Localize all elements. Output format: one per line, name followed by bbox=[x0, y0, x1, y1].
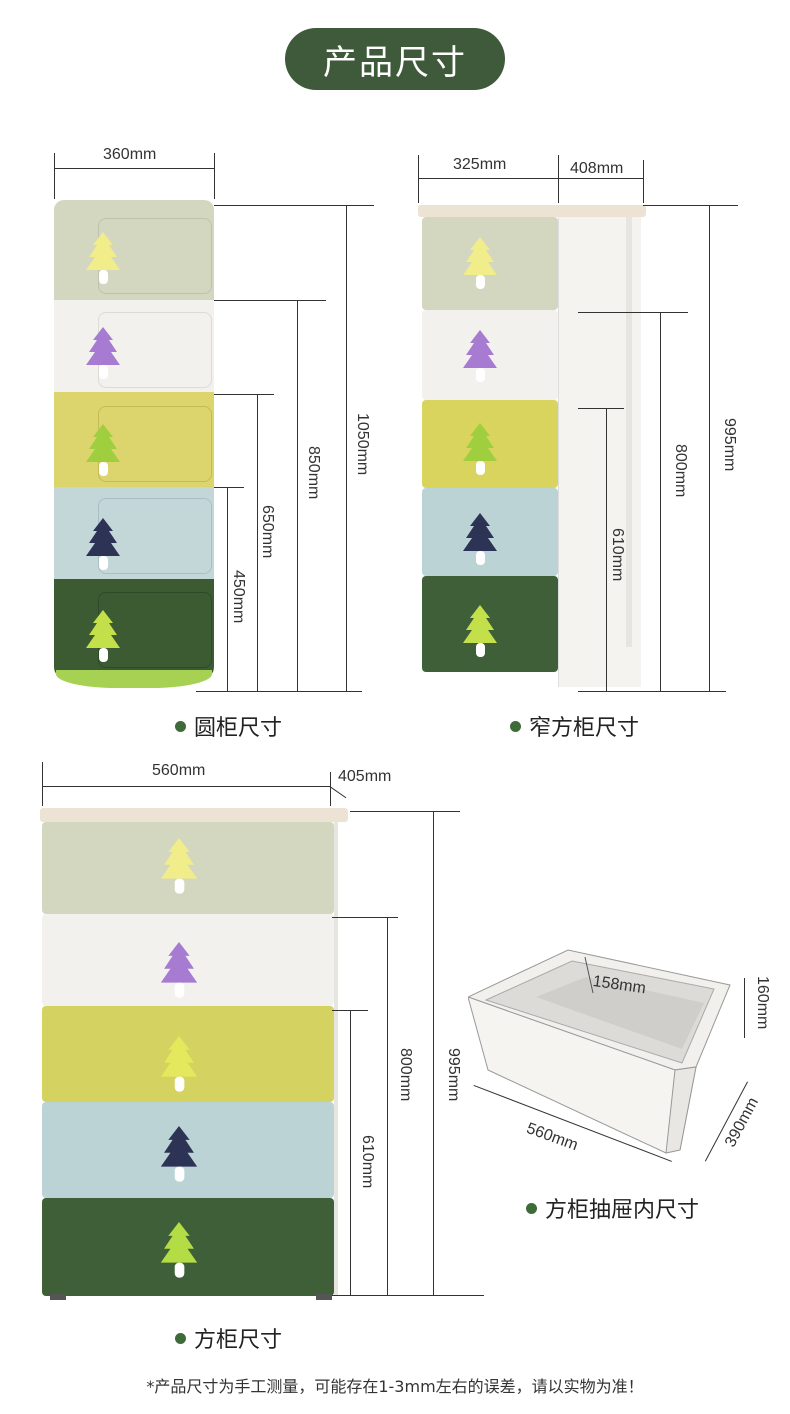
bullet-icon bbox=[175, 720, 186, 732]
dimension-line bbox=[709, 205, 710, 691]
dimension-line bbox=[350, 1010, 351, 1295]
dimension-line bbox=[214, 153, 215, 199]
narrow-height-800: 800mm bbox=[672, 444, 689, 498]
dimension-line bbox=[578, 312, 688, 313]
tree-knob-icon bbox=[160, 838, 198, 894]
dimension-line bbox=[54, 168, 214, 169]
narrow-drawer-1 bbox=[422, 217, 558, 310]
footnote: *产品尺寸为手工测量，可能存在1-3mm左右的误差，请以实物为准！ bbox=[146, 1377, 644, 1396]
tree-knob-icon bbox=[463, 423, 497, 475]
tree-knob-icon bbox=[160, 1126, 198, 1182]
tree-knob-icon bbox=[160, 1222, 198, 1278]
dimension-line bbox=[332, 1295, 484, 1296]
dimension-line bbox=[433, 811, 434, 1295]
dimension-line bbox=[418, 178, 644, 179]
tree-knob-icon bbox=[86, 424, 120, 476]
round-cabinet-illustration bbox=[54, 200, 216, 692]
dimension-line bbox=[744, 978, 745, 1038]
round-height-650: 650mm bbox=[259, 505, 276, 559]
square-height-800: 800mm bbox=[397, 1048, 414, 1102]
tree-knob-icon bbox=[86, 232, 120, 284]
dimension-line bbox=[54, 153, 55, 199]
narrow-depth-label: 408mm bbox=[570, 160, 624, 177]
dimension-line bbox=[643, 205, 738, 206]
dimension-line bbox=[606, 408, 607, 691]
dimension-line bbox=[558, 155, 559, 203]
dimension-line bbox=[350, 811, 460, 812]
dimension-line bbox=[214, 300, 326, 301]
dimension-line bbox=[329, 786, 347, 799]
round-cabinet-caption: 圆柜尺寸 bbox=[175, 710, 282, 742]
dimension-line bbox=[196, 691, 362, 692]
square-height-610: 610mm bbox=[359, 1135, 376, 1189]
dimension-line bbox=[214, 394, 274, 395]
dimension-line bbox=[578, 691, 726, 692]
bullet-icon bbox=[175, 1332, 186, 1344]
dimension-line bbox=[387, 917, 388, 1295]
dimension-line bbox=[578, 408, 624, 409]
tree-knob-icon bbox=[86, 610, 120, 662]
round-drawer-5 bbox=[54, 579, 214, 679]
square-height-995: 995mm bbox=[445, 1048, 462, 1102]
drawer-inner-illustration bbox=[468, 949, 731, 1154]
square-cabinet-caption: 方柜尺寸 bbox=[175, 1322, 282, 1354]
tree-knob-icon bbox=[86, 327, 120, 379]
page-title: 产品尺寸 bbox=[285, 28, 505, 90]
round-drawer-1 bbox=[54, 200, 214, 300]
square-depth-label: 405mm bbox=[338, 768, 392, 785]
drawer-inner-caption: 方柜抽屉内尺寸 bbox=[526, 1192, 699, 1224]
drawer-outer-height-label: 160mm bbox=[754, 976, 771, 1030]
dimension-line bbox=[42, 786, 330, 787]
tree-knob-icon bbox=[463, 513, 497, 565]
round-drawer-2 bbox=[54, 300, 214, 392]
round-height-850: 850mm bbox=[305, 446, 322, 500]
round-drawer-3 bbox=[54, 392, 214, 487]
round-height-1050: 1050mm bbox=[354, 413, 371, 476]
cabinet-foot bbox=[316, 1294, 332, 1300]
round-width-label: 360mm bbox=[103, 146, 157, 163]
bullet-icon bbox=[526, 1202, 537, 1214]
dimension-line bbox=[418, 155, 419, 203]
dimension-line bbox=[332, 917, 398, 918]
dimension-line bbox=[297, 300, 298, 691]
cabinet-top bbox=[40, 808, 348, 822]
tree-knob-icon bbox=[160, 942, 198, 998]
dimension-line bbox=[643, 160, 644, 203]
tree-knob-icon bbox=[463, 237, 497, 289]
cabinet-side-rail bbox=[626, 217, 632, 647]
dimension-line bbox=[346, 205, 347, 691]
narrow-cabinet-caption: 窄方柜尺寸 bbox=[510, 710, 639, 742]
square-cabinet-illustration bbox=[40, 808, 352, 1302]
dimension-line bbox=[42, 762, 43, 806]
cabinet-foot bbox=[50, 1294, 66, 1300]
bullet-icon bbox=[510, 720, 521, 732]
tree-knob-icon bbox=[160, 1036, 198, 1092]
dimension-line bbox=[214, 205, 374, 206]
tree-knob-icon bbox=[463, 330, 497, 382]
narrow-cabinet-illustration bbox=[418, 205, 648, 695]
tree-knob-icon bbox=[86, 518, 120, 570]
narrow-height-995: 995mm bbox=[721, 418, 738, 472]
round-height-450: 450mm bbox=[230, 570, 247, 624]
dimension-line bbox=[214, 487, 244, 488]
cabinet-top bbox=[418, 205, 646, 217]
narrow-width-label: 325mm bbox=[453, 156, 507, 173]
round-drawer-4 bbox=[54, 487, 214, 579]
dimension-line bbox=[257, 394, 258, 691]
dimension-line bbox=[227, 487, 228, 691]
cabinet-side bbox=[334, 822, 338, 1296]
square-width-label: 560mm bbox=[152, 762, 206, 779]
tree-knob-icon bbox=[463, 605, 497, 657]
round-base bbox=[56, 670, 212, 688]
dimension-line bbox=[660, 312, 661, 691]
narrow-height-610: 610mm bbox=[609, 528, 626, 582]
dimension-line bbox=[330, 772, 331, 806]
